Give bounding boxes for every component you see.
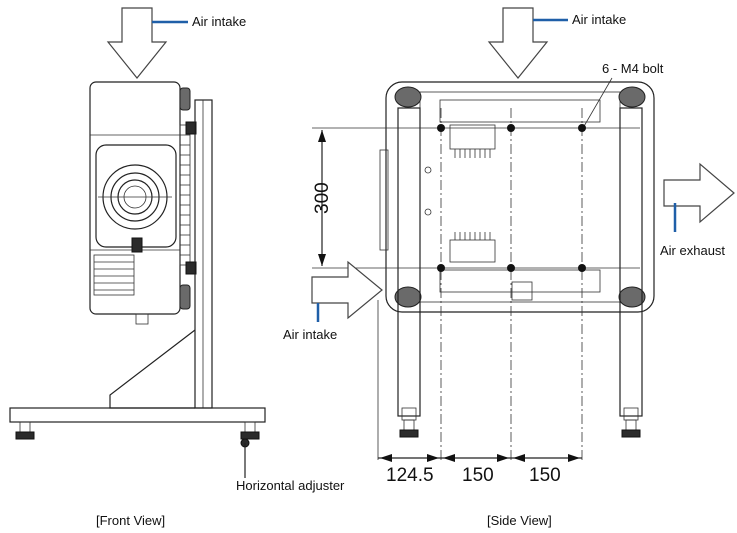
- dim-124-5-text: 124.5: [386, 465, 434, 486]
- stand-leg-right: [619, 107, 643, 417]
- heatsink-bottom: [449, 232, 496, 263]
- air-exhaust-arrow: [663, 162, 735, 224]
- dim-150-a-text: 150: [462, 465, 494, 486]
- side-air-intake-top-arrow: [487, 7, 549, 79]
- front-air-intake-arrow: [106, 7, 168, 79]
- front-view: Air intake: [9, 7, 345, 528]
- corner-knobs: [394, 86, 646, 308]
- side-view: Air intake 6 - M4 bolt: [283, 7, 735, 528]
- side-view-caption: [Side View]: [487, 513, 552, 528]
- projector-frame: [385, 81, 655, 313]
- horizontal-adjuster-label: Horizontal adjuster: [236, 478, 345, 493]
- stand-base: [9, 407, 266, 423]
- front-air-intake-label: Air intake: [192, 14, 246, 29]
- front-vent-grille: [93, 254, 135, 296]
- air-exhaust-label: Air exhaust: [660, 243, 725, 258]
- side-air-intake-left-arrow: [311, 260, 383, 320]
- lens-housing: [95, 144, 177, 248]
- dim-300-text: 300: [312, 182, 333, 214]
- bolt-label: 6 - M4 bolt: [602, 61, 664, 76]
- dim-150-b-text: 150: [529, 465, 561, 486]
- stand-leg-left: [397, 107, 421, 417]
- bolt-leader: [582, 77, 613, 129]
- side-air-intake-left-label: Air intake: [283, 327, 337, 342]
- stand-column: [194, 99, 213, 409]
- front-side-fins: [179, 87, 191, 310]
- side-air-intake-top-label: Air intake: [572, 12, 626, 27]
- side-feet: [399, 419, 641, 438]
- mounting-bolts: [437, 124, 586, 272]
- front-view-caption: [Front View]: [96, 513, 165, 528]
- stand-feet: [15, 421, 260, 448]
- stand-brace: [109, 329, 196, 409]
- heatsink-top: [449, 124, 496, 158]
